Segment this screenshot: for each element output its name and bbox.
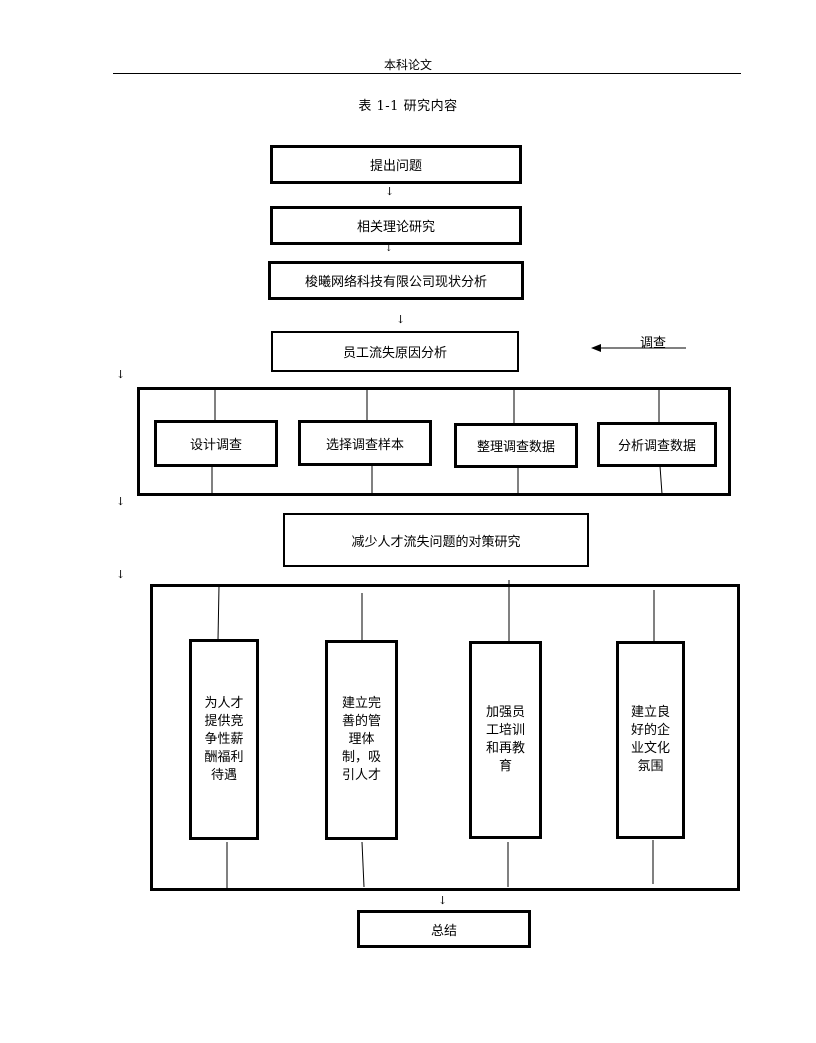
measure-training: 加强员工培训和再教育	[469, 641, 542, 839]
arrow-down-icon: ↓	[116, 568, 126, 581]
running-header: 本科论文	[383, 58, 432, 72]
step-countermeasure-research: 减少人才流失问题的对策研究	[283, 513, 589, 567]
measure-corporate-culture: 建立良好的企业文化氛围	[616, 641, 685, 839]
measure-competitive-pay: 为人才提供竞争性薪酬福利待遇	[189, 639, 259, 840]
survey-group-frame	[137, 387, 731, 496]
survey-step-design: 设计调查	[154, 420, 278, 467]
step-turnover-cause-analysis: 员工流失原因分析	[271, 331, 519, 372]
arrow-down-icon: ↓	[396, 313, 406, 326]
step-company-status-analysis: 梭曦网络科技有限公司现状分析	[268, 261, 524, 300]
survey-step-analyze-data: 分析调查数据	[597, 422, 717, 467]
arrow-down-icon: ↓	[438, 894, 448, 907]
survey-step-organize-data: 整理调查数据	[454, 423, 578, 468]
arrow-down-icon: ↓	[385, 185, 395, 198]
arrow-down-icon: ↓	[116, 368, 126, 381]
survey-step-sample: 选择调查样本	[298, 420, 432, 466]
arrow-down-icon: ↓	[385, 244, 393, 254]
step-summary: 总结	[357, 910, 531, 948]
arrow-down-icon: ↓	[116, 495, 126, 508]
investigate-label: 调查	[640, 336, 667, 351]
measure-management-system: 建立完善的管理体制，吸引人才	[325, 640, 398, 840]
step-propose-problem: 提出问题	[270, 145, 522, 184]
header-rule	[113, 73, 741, 74]
step-theory-research: 相关理论研究	[270, 206, 522, 245]
measures-group-frame	[150, 584, 740, 891]
table-caption: 表 1-1 研究内容	[358, 99, 458, 114]
